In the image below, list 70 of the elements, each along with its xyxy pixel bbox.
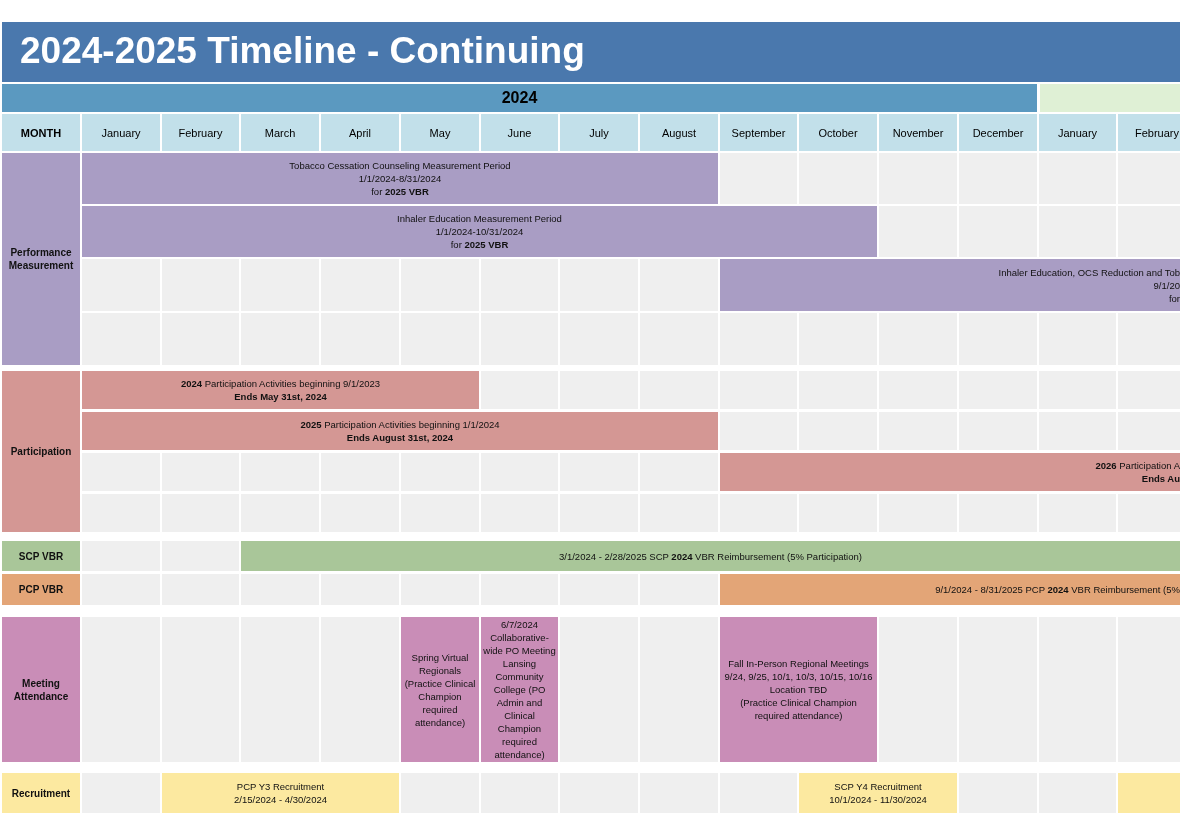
timeline-bar <box>82 206 877 257</box>
month-header: March <box>241 114 319 151</box>
bar-text: Ends August 31st, 2024 <box>346 431 454 444</box>
month-header: August <box>640 114 718 151</box>
timeline-bar <box>82 412 718 450</box>
timeline-bar <box>82 153 718 204</box>
bar-text: 9/1/20 <box>1153 278 1180 292</box>
month-header: October <box>799 114 877 151</box>
bar-text: 6/7/2024 Collaborative-wide PO Meeting Lansing Community College (PO Admin and Clinical Champion required attendance) <box>483 618 556 761</box>
year-band <box>1040 84 1180 112</box>
bar-text: 2/15/2024 - 4/30/2024 <box>234 793 327 806</box>
timeline-bar <box>799 773 957 813</box>
bar-text: Inhaler Education, OCS Reduction and Tob <box>998 265 1180 279</box>
bar-text: (Practice Clinical Champion required attendance) <box>739 696 858 722</box>
month-header: September <box>720 114 797 151</box>
bar-text: Spring Virtual Regionals (Practice Clinical Champion required attendance) <box>403 650 477 729</box>
row-header <box>2 371 80 532</box>
bar-text: for 2025 VBR <box>371 185 429 198</box>
month-header: July <box>560 114 638 151</box>
month-header: February <box>1118 114 1180 151</box>
bar-text: 1/1/2024-8/31/2024 <box>358 172 442 185</box>
bar-text: Location TBD <box>769 683 828 696</box>
row-header-label: Recruitment <box>11 786 71 800</box>
timeline-bar <box>720 574 1180 605</box>
bar-text: PCP Y3 Recruitment <box>236 780 325 793</box>
timeline-bar <box>720 617 877 762</box>
timeline-bar <box>1118 773 1180 813</box>
timeline-bar <box>720 259 1180 311</box>
bar-text: 2024 Participation Activities beginning 9/1/2023 <box>180 377 381 390</box>
timeline-bar <box>162 773 399 813</box>
row-header-label: Participation <box>10 445 72 458</box>
bar-text: 3/1/2024 - 2/28/2025 SCP 2024 VBR Reimbursement (5% Participation) <box>559 549 862 563</box>
timeline-bar <box>241 541 1180 571</box>
row-header <box>2 153 80 365</box>
row-header-label: SCP VBR <box>18 549 64 563</box>
bar-text: Fall In-Person Regional Meetings <box>728 657 869 670</box>
row-header <box>2 574 80 605</box>
bar-text: Ends May 31st, 2024 <box>234 390 327 403</box>
row-header <box>2 773 80 813</box>
bar-text: for 2025 VBR <box>450 238 509 251</box>
row-header <box>2 617 80 762</box>
bar-text: Ends Au <box>1141 472 1180 485</box>
bar-text: 2025 Participation Activities beginning 1/1/2024 <box>300 418 500 431</box>
column-header: MONTH <box>2 114 80 151</box>
bar-text: 2026 Participation A <box>1095 459 1180 472</box>
month-header: January <box>1039 114 1116 151</box>
month-header: November <box>879 114 957 151</box>
row-header-label: PCP VBR <box>18 583 64 596</box>
timeline-bar <box>82 371 479 409</box>
bar-text: Inhaler Education Measurement Period <box>397 212 562 225</box>
month-header: December <box>959 114 1037 151</box>
timeline-bar <box>401 617 479 762</box>
bar-text: for <box>1168 291 1180 305</box>
bar-text: Tobacco Cessation Counseling Measurement Period <box>289 159 511 172</box>
timeline-bar <box>720 453 1180 491</box>
bar-text: 9/1/2024 - 8/31/2025 PCP 2024 VBR Reimbursement (5% <box>935 583 1180 596</box>
bar-text: 9/24, 9/25, 10/1, 10/3, 10/15, 10/16 <box>724 670 873 683</box>
bar-text: SCP Y4 Recruitment <box>834 780 922 793</box>
month-header: June <box>481 114 558 151</box>
page-title: 2024-2025 Timeline - Continuing <box>2 22 1180 82</box>
row-header <box>2 541 80 571</box>
row-header-label: Performance Measurement <box>7 246 75 272</box>
bar-text: 10/1/2024 - 11/30/2024 <box>829 793 927 806</box>
month-header: February <box>162 114 239 151</box>
month-header: May <box>401 114 479 151</box>
year-band: 2024 <box>2 84 1037 112</box>
month-header: January <box>82 114 160 151</box>
month-header: April <box>321 114 399 151</box>
row-header-label: Meeting Attendance <box>12 676 70 703</box>
bar-text: 1/1/2024-10/31/2024 <box>435 225 524 238</box>
